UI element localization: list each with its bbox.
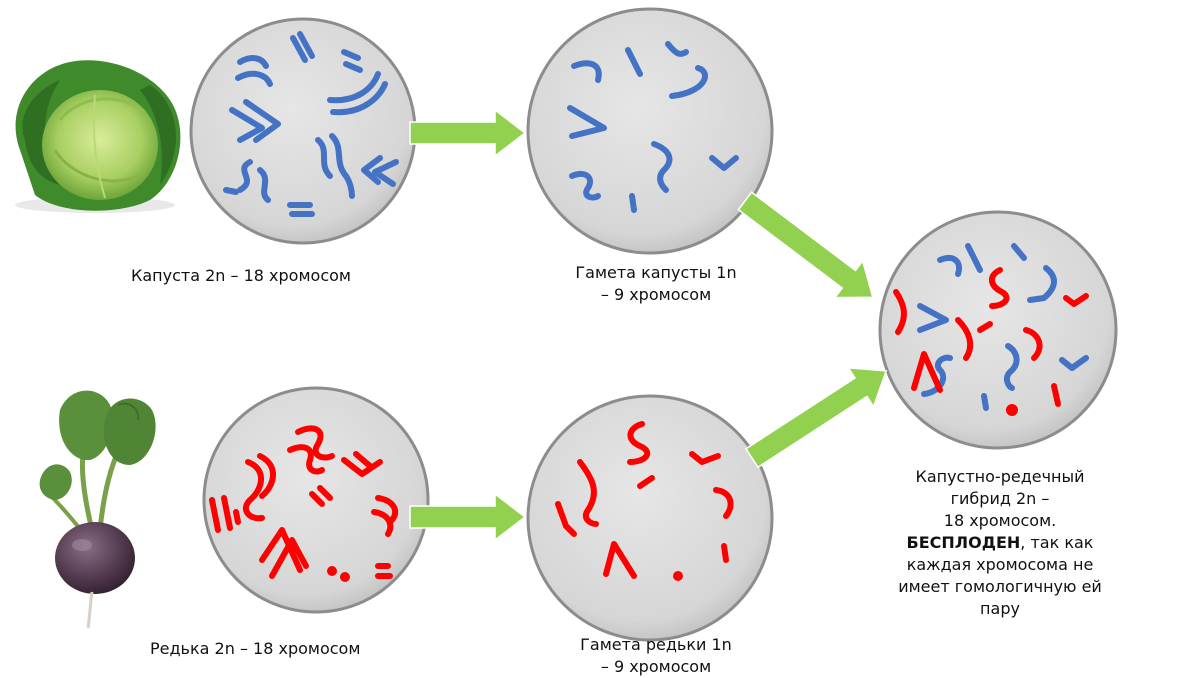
hybrid-caption-line4: БЕСПЛОДЕН, так как: [880, 532, 1120, 554]
arrow-cabbage-gamete-to-hybrid: [737, 191, 874, 299]
arrow-radish-to-gamete: [409, 492, 527, 542]
hybrid-caption-line3: 18 хромосом.: [943, 511, 1057, 530]
radish-gamete-label: Гамета редьки 1n – 9 хромосом: [556, 634, 756, 678]
cabbage-parent-label: Капуста 2n – 18 хромосом: [131, 266, 351, 285]
cabbage-gamete-cell: [526, 7, 774, 255]
cabbage-image: [15, 60, 181, 213]
hybrid-caption-line6: имеет гомологичную ей: [898, 577, 1102, 596]
radish-parent-label: Редька 2n – 18 хромосом: [150, 639, 361, 658]
hybrid-caption-line5: каждая хромосома не: [906, 555, 1094, 574]
hybrid-caption-line4-rest: , так как: [1020, 533, 1094, 552]
hybrid-caption-line1: Капустно-редечный: [915, 467, 1085, 486]
arrow-cabbage-to-gamete: [409, 108, 527, 158]
radish-gamete-label-line1: Гамета редьки 1n: [580, 635, 732, 654]
radish-image: [39, 390, 156, 629]
cabbage-parent-cell: [189, 17, 417, 245]
hybrid-caption-line2: гибрид 2n –: [950, 489, 1050, 508]
hybrid-caption: Капустно-редечный гибрид 2n – 18 хромосо…: [880, 466, 1120, 620]
cabbage-gamete-label-line2: – 9 хромосом: [600, 285, 712, 304]
radish-gamete-cell: [526, 394, 774, 642]
radish-parent-cell: [202, 386, 430, 614]
hybrid-caption-line7: пару: [980, 599, 1020, 618]
arrow-radish-gamete-to-hybrid: [744, 367, 888, 469]
sterile-emphasis: БЕСПЛОДЕН: [906, 533, 1021, 552]
radish-gamete-label-line2: – 9 хромосом: [600, 657, 712, 676]
cabbage-gamete-label: Гамета капусты 1n – 9 хромосом: [556, 262, 756, 306]
cabbage-gamete-label-line1: Гамета капусты 1n: [575, 263, 737, 282]
hybrid-cell: [878, 210, 1118, 450]
